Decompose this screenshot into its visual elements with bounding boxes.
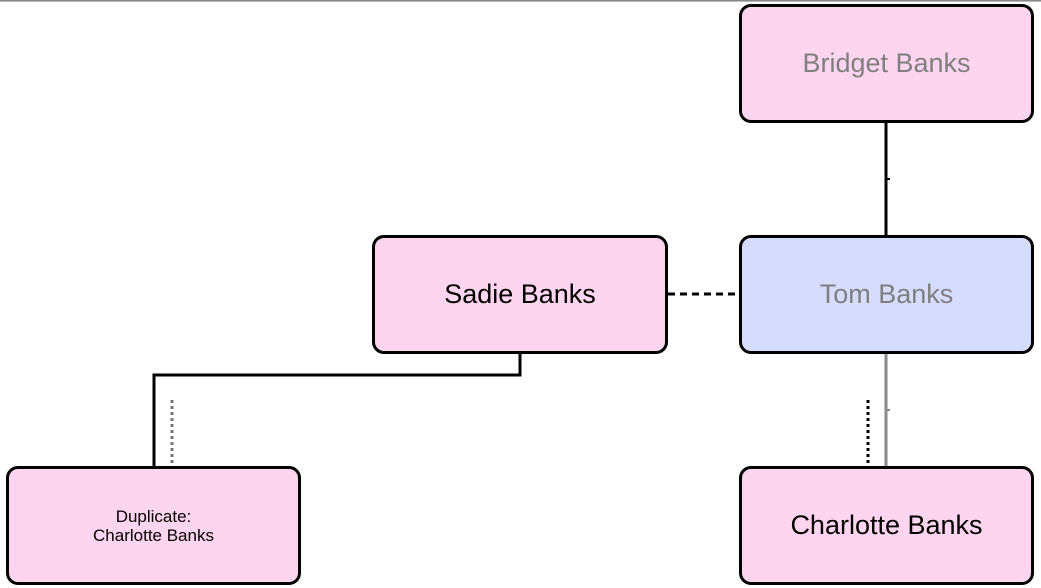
duplicate-prefix: Duplicate: (115, 506, 192, 526)
person-node-tom[interactable]: Tom Banks (739, 235, 1034, 354)
person-node-sadie[interactable]: Sadie Banks (372, 235, 668, 354)
person-name-tom: Tom Banks (819, 279, 954, 309)
person-node-charlotte[interactable]: Charlotte Banks (739, 466, 1034, 585)
duplicate-label: Duplicate: Charlotte Banks (93, 507, 214, 545)
top-edge-shadow (0, 0, 1041, 2)
person-node-bridget[interactable]: Bridget Banks (739, 4, 1034, 123)
person-name-bridget: Bridget Banks (802, 48, 971, 78)
person-name-sadie: Sadie Banks (444, 279, 596, 309)
connector-sadie-duplicate (152, 354, 522, 466)
duplicate-name: Charlotte Banks (93, 525, 214, 545)
person-node-duplicate-charlotte[interactable]: Duplicate: Charlotte Banks (6, 466, 301, 585)
person-name-charlotte: Charlotte Banks (790, 510, 983, 540)
